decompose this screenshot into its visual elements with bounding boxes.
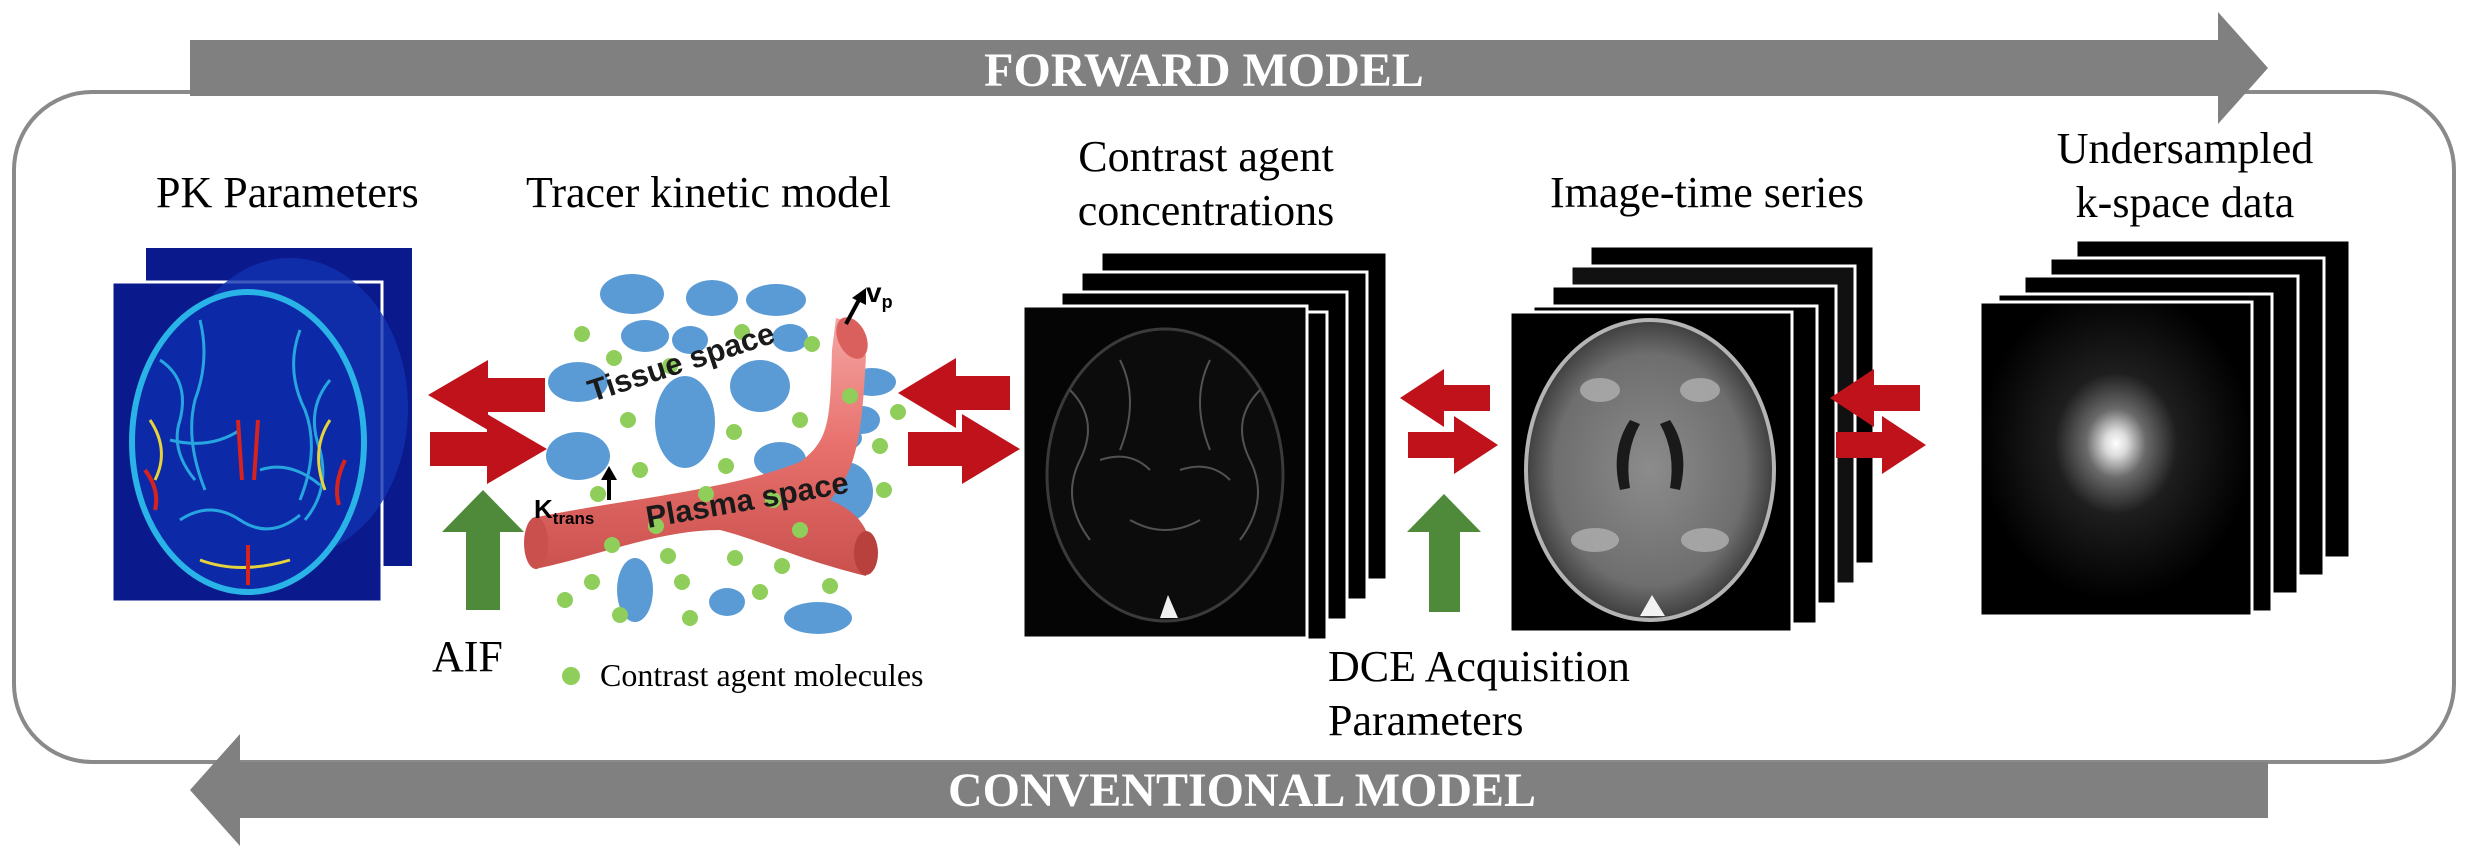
aif-input-arrow (442, 490, 524, 610)
aif-label: AIF (432, 632, 503, 681)
kspace-title-line2: k-space data (2075, 177, 2295, 227)
tracer-concentration-exchange-arrows (898, 358, 1020, 484)
vp-label: vp (866, 277, 893, 312)
pk-parameters-title: PK Parameters (156, 168, 419, 217)
dce-input-arrow (1407, 494, 1481, 612)
conventional-model-arrow (190, 734, 2268, 846)
image-time-series-stack (1508, 244, 1876, 634)
concentrations-title-line1: Contrast agent (1078, 132, 1334, 181)
molecule-legend-label: Contrast agent molecules (600, 657, 924, 693)
concentrations-title-line2: concentrations (1077, 185, 1335, 235)
kspace-data-stack (1978, 238, 2352, 618)
vp-main: v (866, 277, 882, 308)
tracer-model-title: Tracer kinetic model (526, 168, 891, 217)
forward-model-label: FORWARD MODEL (984, 44, 1424, 97)
kspace-title-line1: Undersampled (2056, 124, 2314, 173)
concentration-image-exchange-arrows (1400, 369, 1498, 474)
image-series-title: Image-time series (1550, 168, 1864, 217)
legend-molecule-dot (562, 667, 580, 685)
dce-label-line1: DCE Acquisition (1328, 642, 1630, 691)
image-kspace-exchange-arrows (1830, 369, 1926, 474)
concentrations-title: Contrast agent concentrations (1076, 130, 1336, 237)
pk-tracer-exchange-arrows (428, 360, 547, 484)
dce-acquisition-label: DCE Acquisition Parameters (1328, 640, 1630, 747)
vp-sub: p (882, 292, 893, 312)
concentration-image-stack (1021, 250, 1389, 642)
tracer-kinetic-illustration: Tissue space Plasma space Ktrans vp (524, 274, 906, 685)
pk-parameter-maps (110, 248, 412, 604)
forward-model-arrow (190, 12, 2268, 124)
ktrans-label: Ktrans (534, 494, 594, 528)
ktrans-main: K (534, 494, 553, 524)
kspace-title: Undersampled k-space data (2050, 122, 2320, 229)
conventional-model-label: CONVENTIONAL MODEL (948, 764, 1536, 817)
ktrans-sub: trans (553, 509, 595, 528)
dce-label-line2: Parameters (1328, 695, 1524, 745)
